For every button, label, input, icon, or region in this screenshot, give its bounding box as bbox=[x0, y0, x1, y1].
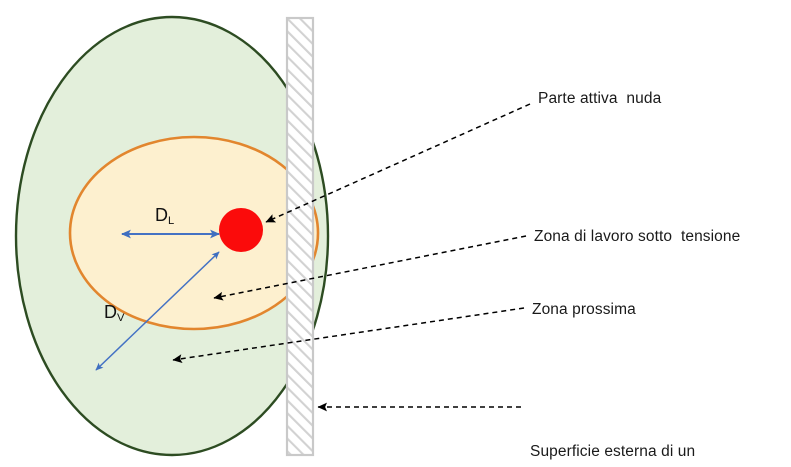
callout-label-superficie-esterna: Superficie esterna di un dispositivo iso… bbox=[530, 396, 695, 467]
live-part-circle bbox=[219, 208, 263, 252]
callout-label-zona-di-lavoro-sotto-tensione: Zona di lavoro sotto tensione bbox=[534, 228, 741, 245]
dimension-label-dl-base: D bbox=[155, 205, 168, 225]
callout-label-parte-attiva-nuda: Parte attiva nuda bbox=[538, 90, 662, 107]
dimension-label-dl: DL bbox=[155, 205, 175, 228]
dimension-label-dv-base: D bbox=[104, 302, 117, 322]
dimension-label-dl-subscript: L bbox=[168, 215, 175, 228]
dimension-label-dv-subscript: V bbox=[117, 312, 125, 325]
callout-label-superficie-esterna-line1: Superficie esterna di un bbox=[530, 442, 696, 460]
callout-leader-zona-di-lavoro-sotto-tensione bbox=[213, 235, 527, 301]
dimension-arrow-dv bbox=[95, 251, 220, 371]
dimension-label-dv: DV bbox=[104, 302, 125, 325]
zone-inner-zona-lavoro bbox=[68, 135, 320, 331]
callout-label-zona-prossima: Zona prossima bbox=[532, 301, 636, 318]
insulating-device-wall bbox=[285, 16, 315, 457]
callout-leader-parte-attiva-nuda bbox=[265, 103, 531, 223]
